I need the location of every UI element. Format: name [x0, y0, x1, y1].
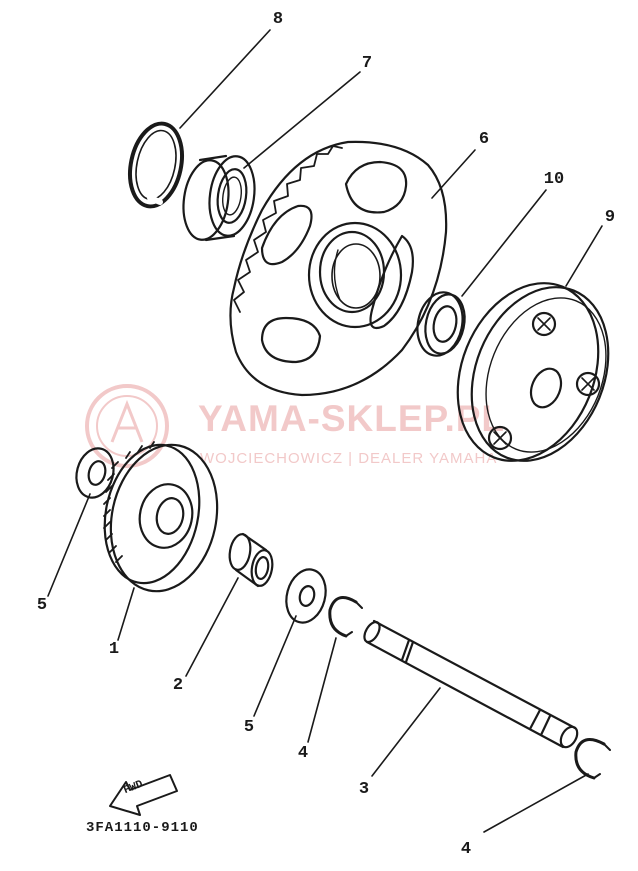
part-10-washer: [416, 291, 466, 357]
watermark-title: YAMA-SKLEP.PL: [198, 398, 506, 439]
part-5-washer-lower: [285, 568, 327, 624]
callout-part-2: 2: [172, 676, 184, 695]
part-3-shaft: [363, 619, 579, 749]
leader-lines: [47, 29, 603, 833]
part-2-collar: [228, 532, 274, 588]
part-8-circlip: [128, 121, 184, 209]
part-4-circlip-upper: [328, 596, 363, 638]
part-5-washer-upper: [75, 447, 115, 499]
callout-part-10: 10: [543, 170, 565, 189]
part-7-bearing: [182, 154, 256, 242]
callout-part-3: 3: [358, 780, 370, 799]
callout-part-9: 9: [604, 208, 616, 227]
callout-part-8: 8: [272, 10, 284, 29]
part-4-circlip-lower: [574, 738, 611, 780]
callout-part-4-upper: 4: [297, 744, 309, 763]
callout-part-1: 1: [108, 640, 120, 659]
callout-part-6: 6: [478, 130, 490, 149]
forward-arrow-icon: [109, 774, 178, 816]
part-1-idle-gear: [103, 441, 219, 593]
part-6-starter-wheel-gear: [229, 140, 448, 397]
callout-part-4-lower: 4: [460, 840, 472, 859]
watermark-subtitle: WOJCIECHOWICZ | DEALER YAMAHA: [200, 450, 498, 467]
callout-part-5-lower: 5: [243, 718, 255, 737]
diagram-part-code: 3FA1110-9110: [86, 820, 199, 836]
callout-part-7: 7: [361, 54, 373, 73]
callout-part-5-upper: 5: [36, 596, 48, 615]
part-9-starter-clutch: [456, 282, 610, 462]
